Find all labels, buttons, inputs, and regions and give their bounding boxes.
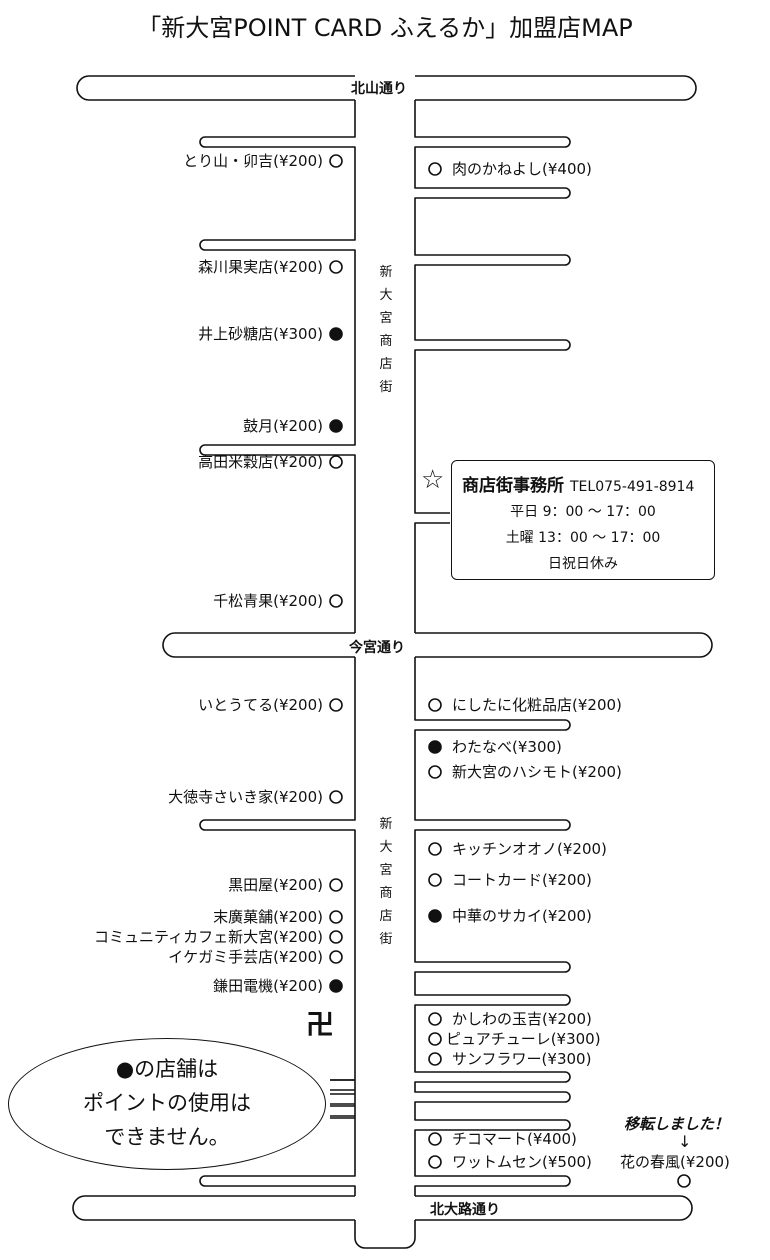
shop-label: イケガミ手芸店(¥200)	[168, 948, 323, 966]
notice-line: できません。	[104, 1125, 230, 1149]
shop-label: 黒田屋(¥200)	[228, 876, 323, 894]
imamiya-road	[162, 632, 713, 658]
shop-label: 肉のかねよし(¥400)	[452, 160, 592, 178]
notice-line: ポイントの使用は	[83, 1091, 251, 1115]
marker-open	[329, 790, 343, 804]
shop-label: サンフラワー(¥300)	[452, 1050, 592, 1068]
marker-open	[329, 698, 343, 712]
shop-label: かしわの玉吉(¥200)	[452, 1010, 592, 1028]
street-name-char: 店	[379, 909, 393, 924]
road-label-imamiya: 今宮通り	[349, 640, 405, 656]
office-hours-weekday: 平日 9：00 〜 17：00	[510, 504, 656, 520]
street-name-char: 新	[379, 265, 393, 280]
shop-label: いとうてる(¥200)	[198, 696, 323, 714]
down-arrow-icon: ↓	[678, 1132, 692, 1151]
shop-label: キッチンオオノ(¥200)	[452, 840, 607, 858]
marker-open	[329, 910, 343, 924]
shop-label: 新大宮のハシモト(¥200)	[452, 763, 622, 781]
marker-open	[428, 698, 442, 712]
left-alley	[330, 1079, 355, 1117]
marker-open	[329, 260, 343, 274]
street-end-bottom	[354, 1220, 416, 1249]
street-name-char: 街	[379, 932, 393, 947]
notice-ellipse: ●の店舗は ポイントの使用は できません。	[8, 1038, 326, 1170]
shop-label: 鎌田電機(¥200)	[213, 977, 323, 995]
street-name-char: 宮	[379, 311, 393, 326]
street-name-char: 大	[379, 288, 393, 303]
kitayama-road	[76, 75, 697, 101]
shop-label: コートカード(¥200)	[452, 871, 592, 889]
shop-label: 中華のサカイ(¥200)	[452, 907, 592, 925]
page-title: 「新大宮POINT CARD ふえるか」加盟店MAP	[137, 14, 633, 42]
street-name-char: 商	[379, 334, 393, 349]
street-name-upper: 新 大 宮 商 店 街	[376, 261, 396, 399]
street-name-char: 店	[379, 357, 393, 372]
street-name-char: 宮	[379, 863, 393, 878]
marker-open	[329, 950, 343, 964]
office-tel: TEL075-491-8914	[570, 479, 695, 495]
star-icon: ☆	[421, 465, 445, 495]
street-name-char: 商	[379, 886, 393, 901]
shop-label-moved: 花の春風(¥200)	[620, 1153, 730, 1171]
marker-filled	[329, 419, 343, 433]
marker-open	[329, 930, 343, 944]
marker-open	[428, 1032, 442, 1046]
marker-open	[428, 1155, 442, 1169]
office-name: 商店街事務所	[462, 476, 564, 496]
marker-filled	[428, 740, 442, 754]
marker-open	[428, 1012, 442, 1026]
office-heading: 商店街事務所 TEL075-491-8914	[462, 471, 694, 496]
shop-label: 高田米穀店(¥200)	[198, 453, 323, 471]
street-name-char: 街	[379, 380, 393, 395]
shop-label: ピュアチューレ(¥300)	[446, 1030, 601, 1048]
temple-symbol-icon: 卍	[306, 1008, 335, 1041]
street-name-lower: 新 大 宮 商 店 街	[376, 813, 396, 951]
marker-open	[428, 765, 442, 779]
notice-line: ●の店舗は	[115, 1057, 219, 1081]
marker-open	[428, 842, 442, 856]
shop-label: ワットムセン(¥500)	[452, 1153, 592, 1171]
shop-label: 千松青果(¥200)	[213, 592, 323, 610]
marker-open	[677, 1174, 691, 1188]
shop-label: 井上砂糖店(¥300)	[198, 325, 323, 343]
road-label-kitaoji: 北大路通り	[430, 1202, 500, 1218]
shop-label: コミュニティカフェ新大宮(¥200)	[94, 928, 323, 946]
marker-filled	[428, 909, 442, 923]
shop-label: 森川果実店(¥200)	[198, 258, 323, 276]
office-info-box: 商店街事務所 TEL075-491-8914 平日 9：00 〜 17：00 土曜…	[451, 460, 715, 580]
marker-filled	[329, 979, 343, 993]
left-street-edge-1	[199, 100, 356, 633]
shop-label: にしたに化粧品店(¥200)	[452, 696, 622, 714]
moved-notice: 移転しました！	[624, 1115, 730, 1133]
kitaoji-road	[72, 1195, 693, 1221]
marker-filled	[329, 327, 343, 341]
shop-label: 鼓月(¥200)	[243, 417, 323, 435]
shop-label: とり山・卯吉(¥200)	[183, 152, 323, 170]
right-street-edge-1	[414, 100, 571, 633]
shop-label: わたなべ(¥300)	[452, 738, 562, 756]
right-street-edge-2	[414, 657, 571, 1196]
marker-open	[428, 1132, 442, 1146]
marker-open	[428, 873, 442, 887]
left-street-edge-2	[199, 657, 356, 1196]
shop-label: チコマート(¥400)	[452, 1130, 577, 1148]
street-name-char: 新	[379, 817, 393, 832]
office-hours-saturday: 土曜 13：00 〜 17：00	[505, 530, 661, 546]
road-label-kitayama: 北山通り	[351, 81, 407, 97]
marker-open	[428, 1052, 442, 1066]
street-name-char: 大	[379, 840, 393, 855]
marker-open	[428, 162, 442, 176]
marker-open	[329, 154, 343, 168]
shop-label: 大徳寺さいき家(¥200)	[168, 788, 323, 806]
marker-open	[329, 878, 343, 892]
marker-open	[329, 455, 343, 469]
office-holiday: 日祝日休み	[548, 556, 618, 572]
shop-label: 末廣菓舗(¥200)	[213, 908, 323, 926]
marker-open	[329, 594, 343, 608]
